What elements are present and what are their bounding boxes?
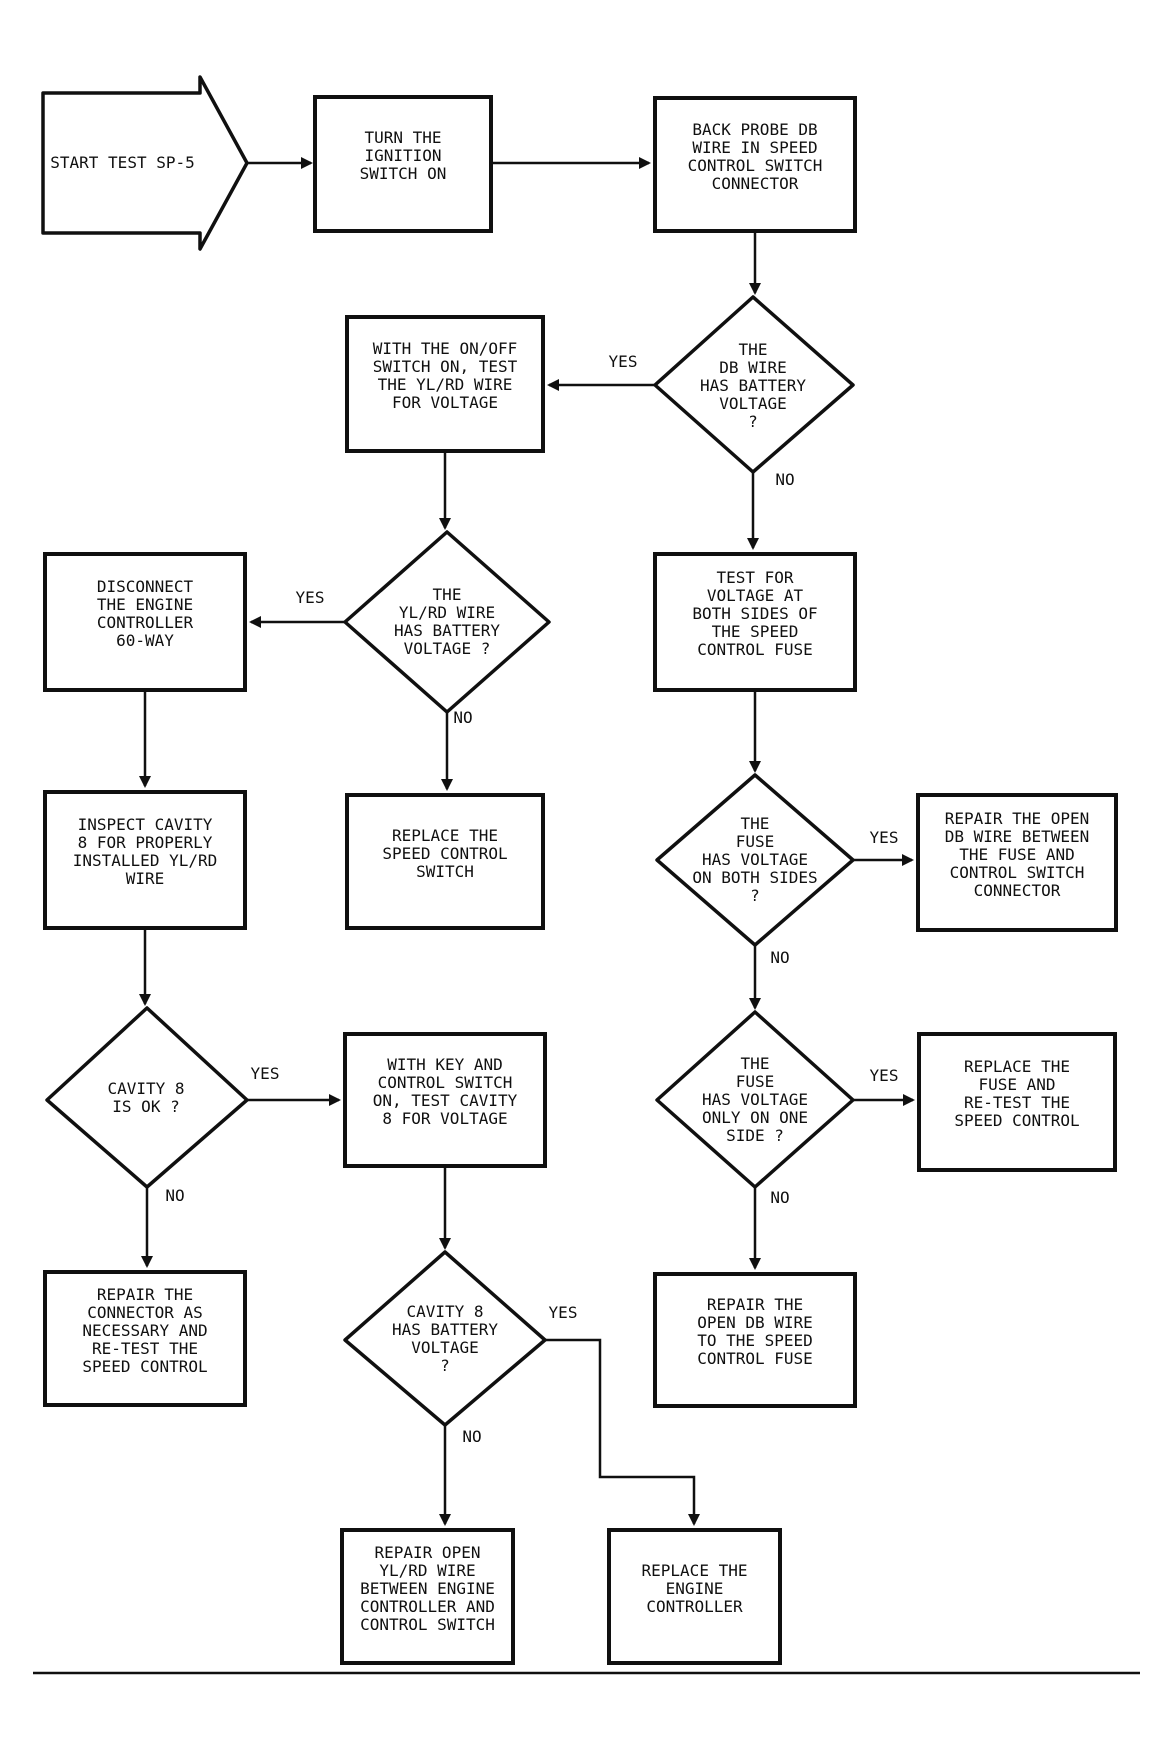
connector-arrows	[139, 157, 915, 1526]
node-replace-controller: REPLACE THE ENGINE CONTROLLER	[607, 1528, 782, 1665]
node-repair-ylrd-wire: REPAIR OPEN YL/RD WIRE BETWEEN ENGINE CO…	[340, 1528, 515, 1665]
node-inspect-cavity8: INSPECT CAVITY 8 FOR PROPERLY INSTALLED …	[43, 790, 247, 930]
node-test-ylrd-wire: WITH THE ON/OFF SWITCH ON, TEST THE YL/R…	[345, 315, 545, 453]
edge-label-yes: YES	[608, 352, 638, 371]
node-test-fuse: TEST FOR VOLTAGE AT BOTH SIDES OF THE SP…	[653, 552, 857, 692]
decision-ylrd-voltage: THE YL/RD WIRE HAS BATTERY VOLTAGE ?	[394, 585, 500, 658]
edge-label-no: NO	[453, 708, 473, 727]
node-turn-ignition: TURN THE IGNITION SWITCH ON	[313, 95, 493, 233]
node-replace-switch: REPLACE THE SPEED CONTROL SWITCH	[345, 793, 545, 930]
edge-label-yes: YES	[869, 1066, 899, 1085]
edge-label-yes: YES	[295, 588, 325, 607]
edge-label-yes: YES	[250, 1064, 280, 1083]
node-back-probe: BACK PROBE DB WIRE IN SPEED CONTROL SWIT…	[653, 96, 857, 233]
decision-fuse-both-sides: THE FUSE HAS VOLTAGE ON BOTH SIDES ?	[692, 814, 818, 905]
decision-cavity8-ok: CAVITY 8 IS OK ?	[107, 1079, 185, 1116]
edge-label-no: NO	[775, 470, 795, 489]
decision-cavity8-voltage: CAVITY 8 HAS BATTERY VOLTAGE ?	[392, 1302, 498, 1375]
start-banner-shape	[41, 75, 249, 251]
edge-label-yes: YES	[869, 828, 899, 847]
node-test-cavity8: WITH KEY AND CONTROL SWITCH ON, TEST CAV…	[343, 1032, 547, 1168]
edge-label-no: NO	[165, 1186, 185, 1205]
edge-label-no: NO	[770, 1188, 790, 1207]
decision-fuse-one-side: THE FUSE HAS VOLTAGE ONLY ON ONE SIDE ?	[702, 1054, 808, 1145]
node-repair-db-to-fuse: REPAIR THE OPEN DB WIRE TO THE SPEED CON…	[653, 1272, 857, 1408]
node-start: START TEST SP-5	[50, 153, 195, 172]
edge-label-no: NO	[462, 1427, 482, 1446]
node-replace-fuse: REPLACE THE FUSE AND RE-TEST THE SPEED C…	[917, 1032, 1117, 1172]
decision-db-wire-voltage: THE DB WIRE HAS BATTERY VOLTAGE ?	[700, 340, 806, 431]
edge-label-yes: YES	[548, 1303, 578, 1322]
node-repair-db-between: REPAIR THE OPEN DB WIRE BETWEEN THE FUSE…	[916, 793, 1118, 932]
edge-label-no: NO	[770, 948, 790, 967]
node-disconnect-controller: DISCONNECT THE ENGINE CONTROLLER 60-WAY	[43, 552, 247, 692]
node-repair-connector: REPAIR THE CONNECTOR AS NECESSARY AND RE…	[43, 1270, 247, 1407]
